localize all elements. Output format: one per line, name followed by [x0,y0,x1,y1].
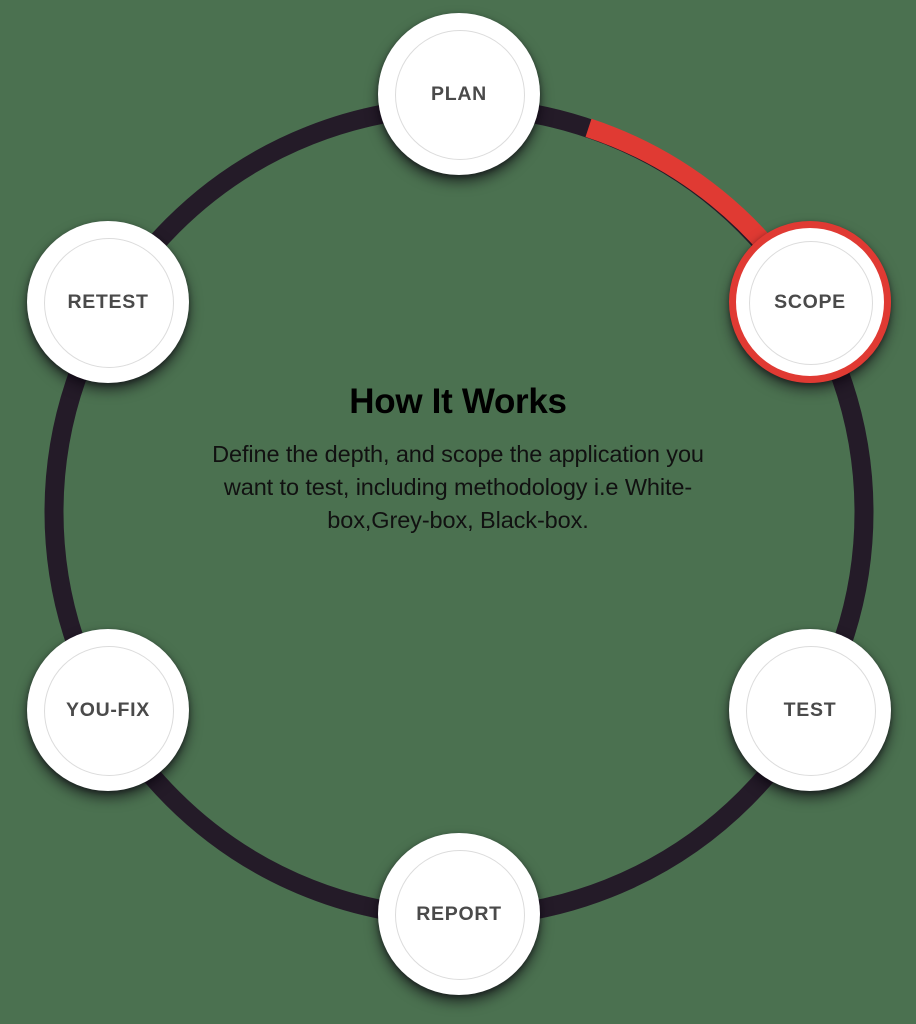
step-label-retest: RETEST [67,290,149,313]
step-label-report: REPORT [416,902,502,925]
step-node-retest[interactable]: RETEST [27,221,189,383]
step-node-scope[interactable]: SCOPE [729,221,891,383]
step-node-test[interactable]: TEST [729,629,891,791]
step-node-plan[interactable]: PLAN [378,13,540,175]
step-node-you-fix[interactable]: YOU-FIX [27,629,189,791]
step-label-test: TEST [783,698,837,721]
step-node-report[interactable]: REPORT [378,833,540,995]
step-label-you-fix: YOU-FIX [66,698,150,721]
step-label-plan: PLAN [431,82,487,105]
step-label-scope: SCOPE [774,290,846,313]
